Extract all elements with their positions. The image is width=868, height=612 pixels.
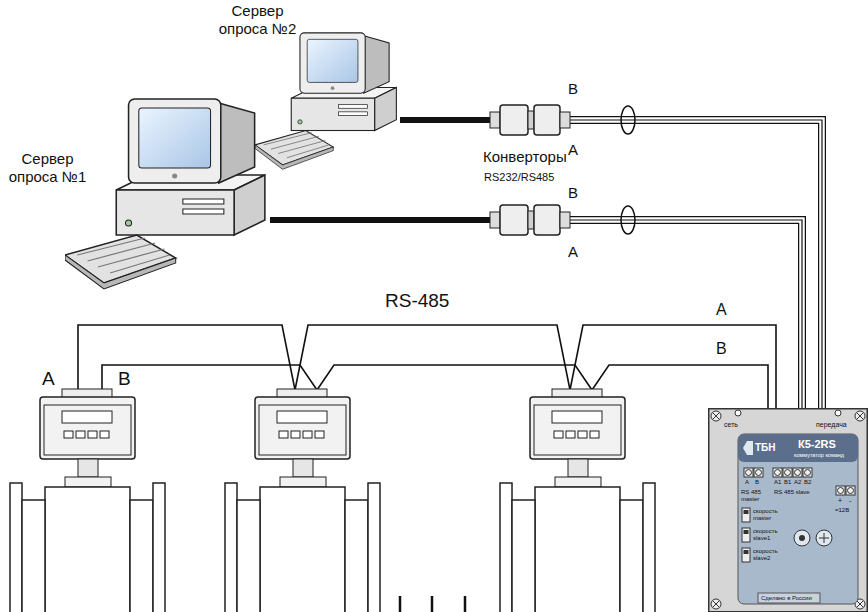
panel-label: - [849,497,851,505]
panel-label: A2 [794,479,801,486]
cable-ring [621,106,635,134]
panel-label: + [838,497,842,505]
wire-label: A [42,368,55,391]
panel-label: Сделано в России [761,595,812,602]
wire-label: B [118,368,131,391]
wire-label: B [716,339,727,358]
wire-label: B [568,184,578,202]
server-node: Сервер опроса №1 [65,95,270,290]
panel-label: коммутатор команд [794,452,844,459]
wire-label: A [716,300,727,319]
flowmeter [225,389,380,612]
flowmeter [500,389,655,612]
panel-label: сеть [724,421,738,429]
server-label: Сервер опроса №2 [210,2,305,38]
panel-label: B [755,479,759,486]
panel-label: RS 485 master [741,489,771,503]
bus-wire-a [78,325,776,408]
panel-label: B1 [784,479,791,486]
panel-label: ТБН [755,442,776,454]
server-node: Сервер опроса №2 [255,30,400,170]
wire-label: A [568,243,578,261]
computer-icon [255,30,400,170]
serial-cable [270,220,802,408]
flowmeter [10,389,165,612]
wire-label: B [568,80,578,98]
converter [490,205,570,235]
wire-label: RS-485 [385,290,449,313]
wire-label: A [568,141,578,159]
panel-label: скорость master [753,508,789,522]
switch-device: сетьпередачаТБНК5-2RSкоммутатор командAB… [708,408,868,612]
cable-ring [621,206,635,234]
panel-label: A1 [774,479,781,486]
wire-label: RS232/RS485 [484,171,554,184]
computer-icon [65,95,270,290]
converter [490,105,570,135]
panel-label: =12В [835,507,849,514]
panel-label: К5-2RS [798,438,836,451]
panel-label: передача [816,421,847,429]
wire-label: Конверторы [483,148,567,166]
panel-label: скорость slave1 [753,528,789,542]
panel-label: B2 [804,479,811,486]
panel-label: A [745,479,749,486]
bus-wire-b [102,365,768,408]
break-marks [400,596,465,612]
panel-label: скорость slave2 [753,548,789,562]
panel-label: RS 485 slave [774,489,810,496]
server-label: Сервер опроса №1 [0,150,95,186]
